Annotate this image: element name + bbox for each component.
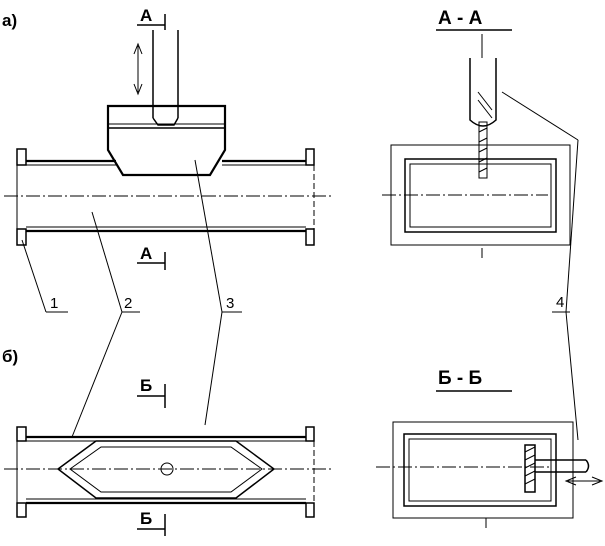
callout-2-label: 2 <box>124 295 132 312</box>
section-b-title: Б - Б <box>438 368 482 389</box>
electrode-plate-b <box>524 444 536 493</box>
housing-outline-a <box>390 144 571 246</box>
cut-mark-a-bottom: А <box>137 244 166 270</box>
flange-left-bottom-a <box>16 228 27 246</box>
housing-hexagon <box>56 440 276 499</box>
flange-right-top-a <box>305 148 315 166</box>
cut-mark-a-top: А <box>137 6 166 30</box>
cut-mark-b-bottom: Б <box>137 509 166 536</box>
electrode-housing <box>106 30 227 177</box>
cut-b-letter-top: Б <box>140 376 152 395</box>
cut-a-letter-bottom: А <box>140 244 152 263</box>
flange-right-bottom-b <box>305 502 315 518</box>
pipe-a <box>4 148 334 246</box>
pipe-section-outer-a <box>404 158 557 233</box>
flange-left-top-b <box>16 426 27 442</box>
callout-1: 1 <box>21 239 68 313</box>
pipe-section-inner-b <box>408 438 552 502</box>
callout-4: 4 <box>501 91 579 441</box>
electrode-point <box>160 462 174 476</box>
flange-right-top-b <box>305 426 315 442</box>
callout-2: 2 <box>71 211 140 438</box>
pipe-section-outer-b <box>403 433 557 507</box>
cut-a-letter-top: А <box>140 6 152 25</box>
cut-b-letter-bottom: Б <box>140 509 152 528</box>
housing-outline-b <box>392 421 574 519</box>
cut-mark-b-top: Б <box>137 376 166 408</box>
flange-right-bottom-a <box>305 228 315 246</box>
callout-3-label: 3 <box>226 295 234 312</box>
flange-left-top-a <box>16 148 27 166</box>
callout-4-label: 4 <box>556 294 564 311</box>
section-a-a: А - А <box>382 8 571 258</box>
callout-3: 3 <box>194 159 242 426</box>
panel-a-label: а) <box>2 11 17 30</box>
section-b-b: Б - Б <box>376 368 604 528</box>
electrode-wire-a <box>478 121 488 179</box>
pipe-b <box>4 426 334 518</box>
callout-1-label: 1 <box>50 295 58 312</box>
panel-b-label: б) <box>2 347 18 366</box>
section-a-title: А - А <box>438 8 483 29</box>
flange-left-bottom-b <box>16 502 27 518</box>
pipe-section-inner-a <box>409 163 552 228</box>
